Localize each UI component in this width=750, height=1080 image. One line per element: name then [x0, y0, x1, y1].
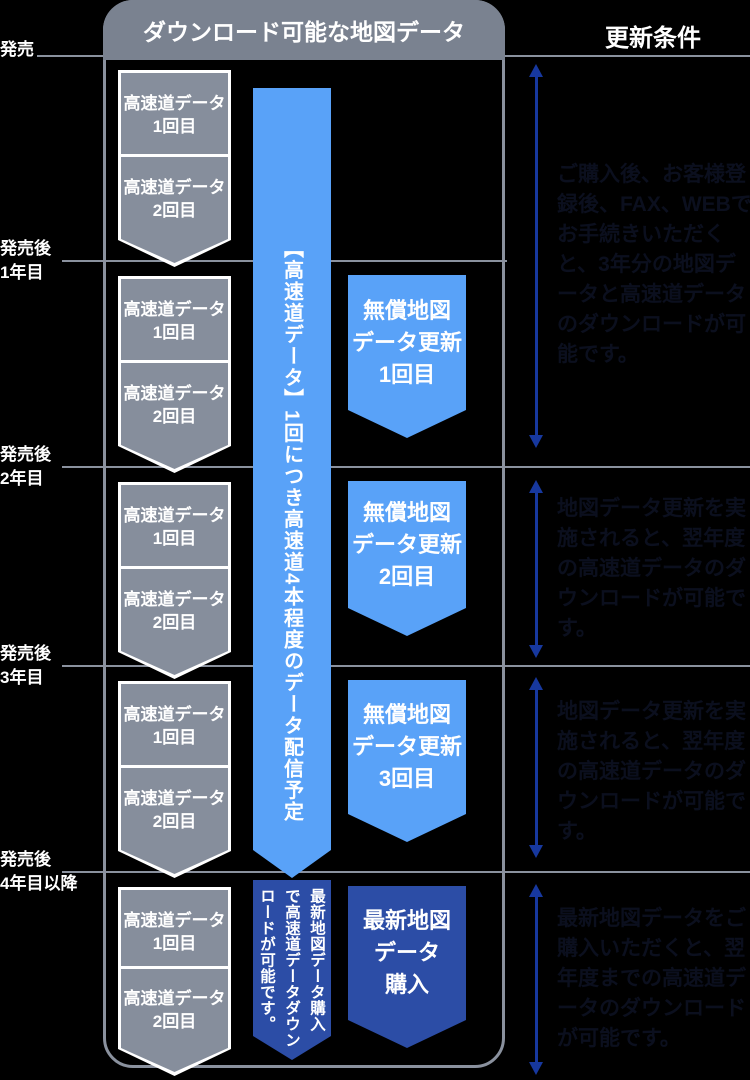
chevron-count: 1回目	[152, 728, 197, 747]
chevron-body: 高速道データ 2回目	[121, 363, 228, 469]
arrow-shaft	[534, 683, 538, 852]
purchase-line: データ	[373, 940, 440, 965]
free-update-3-ribbon: 無償地図 データ更新 3回目	[348, 680, 466, 842]
chevron-count: 1回目	[152, 117, 197, 136]
purchase-line: 最新地図	[362, 908, 451, 933]
arrow-shaft	[534, 890, 538, 1069]
highway-chevron-y2-2: 高速道データ 2回目	[118, 566, 231, 679]
arrow-down-icon	[529, 645, 543, 658]
year-label-line: 2年目	[0, 469, 44, 488]
arrow-shaft	[534, 486, 538, 652]
highway-chevron-y0-2: 高速道データ 2回目	[118, 154, 231, 267]
chevron-count: 2回目	[152, 812, 197, 831]
free-update-line: データ更新	[351, 531, 462, 557]
chevron-count: 1回目	[152, 323, 197, 342]
chevron-body: 高速道データ 2回目	[121, 569, 228, 675]
free-update-line: 無償地図	[362, 499, 451, 525]
year-label-3: 発売後 3年目	[0, 642, 100, 690]
year-label-line: 発売	[0, 40, 34, 59]
year-label-1: 発売後 1年目	[0, 237, 100, 285]
purchase-note-ribbon: 最新地図データ購入 で高速道データダウン ロードが可能です。	[253, 880, 331, 1060]
purchase-note-column: で高速道データダウン	[283, 888, 300, 1048]
highway-data-ribbon: 【高速道データ】1回につき高速道4本程度のデータ配信予定	[253, 88, 331, 878]
highway-chevron-y1-2: 高速道データ 2回目	[118, 360, 231, 473]
chevron-count: 1回目	[152, 529, 197, 548]
arrow-down-icon	[529, 1062, 543, 1075]
year-label-line: 発売後	[0, 445, 51, 464]
chevron-title: 高速道データ	[123, 300, 226, 319]
chevron-title: 高速道データ	[123, 94, 226, 113]
chevron-title: 高速道データ	[123, 384, 226, 403]
chevron-count: 2回目	[152, 613, 197, 632]
free-update-line: 1回目	[378, 361, 436, 387]
chevron-title: 高速道データ	[123, 178, 226, 197]
free-update-line: 無償地図	[362, 702, 451, 727]
period-arrow-1	[528, 64, 544, 448]
arrow-down-icon	[529, 845, 543, 858]
year-label-line: 3年目	[0, 668, 44, 687]
condition-text-4: 最新地図データをご購入いただくと、翌年度までの高速道データのダウンロードが可能で…	[557, 907, 746, 1050]
condition-text-1: ご購入後、お客様登録後、FAX、WEBでお手続きいただくと、3年分の地図データと…	[557, 163, 750, 366]
chevron-title: 高速道データ	[123, 590, 226, 609]
chevron-count: 2回目	[152, 407, 197, 426]
chevron-title: 高速道データ	[123, 705, 226, 724]
vertical-note-text: 【高速道データ】1回につき高速道4本程度のデータ配信予定	[280, 238, 303, 823]
panel-title-bar: ダウンロード可能な地図データ	[103, 0, 505, 60]
highway-chevron-y4-2: 高速道データ 2回目	[118, 966, 231, 1076]
year-label-release: 発売	[0, 38, 100, 62]
condition-text-3: 地図データ更新を実施されると、翌年度の高速道データのダウンロードが可能です。	[557, 700, 746, 843]
chevron-body: 高速道データ 2回目	[121, 768, 228, 874]
rule-year3	[62, 665, 750, 667]
panel-title: ダウンロード可能な地図データ	[143, 19, 465, 45]
arrow-shaft	[534, 70, 538, 442]
chevron-body: 高速道データ 2回目	[121, 969, 228, 1072]
period-arrow-4	[528, 884, 544, 1075]
free-update-line: データ更新	[351, 329, 462, 355]
chevron-title: 高速道データ	[123, 988, 226, 1008]
year-label-4plus: 発売後 4年目以降	[0, 848, 100, 896]
arrow-down-icon	[529, 435, 543, 448]
latest-map-purchase-ribbon: 最新地図 データ 購入	[348, 886, 466, 1048]
year-label-line: 1年目	[0, 263, 44, 282]
year-label-line: 発売後	[0, 239, 51, 258]
update-conditions-title: 更新条件	[605, 25, 701, 52]
free-update-line: データ更新	[351, 734, 462, 759]
condition-text-2: 地図データ更新を実施されると、翌年度の高速道データのダウンロードが可能です。	[557, 497, 746, 640]
chevron-count: 1回目	[152, 934, 197, 953]
free-update-2-ribbon: 無償地図 データ更新 2回目	[348, 481, 466, 636]
chevron-body: 高速道データ 2回目	[121, 157, 228, 263]
chevron-count: 2回目	[152, 1011, 197, 1031]
chevron-title: 高速道データ	[123, 911, 226, 930]
highway-data-vertical-note: 【高速道データ】1回につき高速道4本程度のデータ配信予定	[253, 238, 331, 878]
year-label-line: 4年目以降	[0, 874, 78, 893]
period-arrow-3	[528, 677, 544, 858]
rule-year4	[62, 871, 750, 873]
period-arrow-2	[528, 480, 544, 658]
year-label-line: 発売後	[0, 850, 51, 869]
chevron-count: 2回目	[152, 201, 197, 220]
chevron-title: 高速道データ	[123, 789, 226, 808]
free-update-1-ribbon: 無償地図 データ更新 1回目	[348, 275, 466, 438]
highway-chevron-y0-1: 高速道データ 1回目	[118, 70, 231, 183]
year-label-line: 発売後	[0, 644, 51, 663]
chevron-title: 高速道データ	[123, 506, 226, 525]
year-label-2: 発売後 2年目	[0, 443, 100, 491]
highway-chevron-y3-2: 高速道データ 2回目	[118, 765, 231, 878]
purchase-note-column: ロードが可能です。	[258, 888, 275, 1032]
free-update-line: 3回目	[378, 766, 436, 791]
free-update-line: 無償地図	[362, 297, 451, 323]
purchase-line: 購入	[384, 972, 429, 997]
purchase-note-column: 最新地図データ購入	[308, 888, 325, 1032]
purchase-note-vertical-text: 最新地図データ購入 で高速道データダウン ロードが可能です。	[253, 888, 331, 1052]
rule-year2	[62, 466, 750, 468]
free-update-line: 2回目	[378, 563, 436, 589]
